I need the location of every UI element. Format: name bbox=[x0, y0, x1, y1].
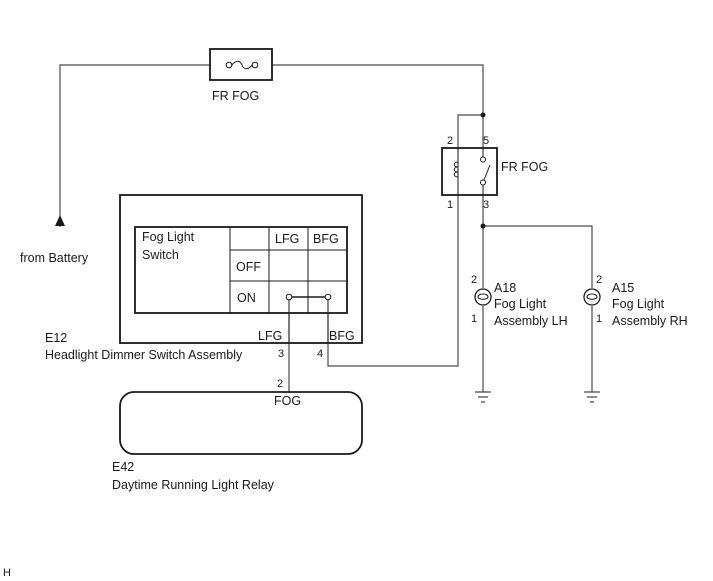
wire-fuse-to-relay bbox=[272, 64, 484, 150]
terminal-pin-4: 4 bbox=[317, 348, 323, 360]
lamp-rh-pin-1: 1 bbox=[596, 313, 602, 325]
switch-assembly-name: Headlight Dimmer Switch Assembly bbox=[45, 348, 243, 362]
corner-mark: H bbox=[3, 567, 11, 579]
switch-connection-icon bbox=[285, 293, 332, 301]
switch-assembly-box bbox=[119, 194, 363, 344]
column-header-bfg: BFG bbox=[313, 232, 339, 246]
relay-pin-2: 2 bbox=[447, 135, 453, 147]
lamp-lh-pin-1: 1 bbox=[471, 313, 477, 325]
switch-table-title-2: Switch bbox=[142, 248, 179, 262]
lamp-rh-pin-2: 2 bbox=[596, 274, 602, 286]
ground-icon bbox=[584, 391, 600, 403]
arrow-up-icon bbox=[55, 215, 65, 226]
junction-dot bbox=[480, 223, 486, 229]
drl-terminal-fog: FOG bbox=[274, 394, 301, 408]
relay-label: FR FOG bbox=[501, 160, 548, 174]
lamp-lh-name-1: Fog Light bbox=[494, 297, 547, 311]
lamp-lh-pin-2: 2 bbox=[471, 274, 477, 286]
row-label-on: ON bbox=[237, 291, 256, 305]
relay bbox=[441, 147, 498, 196]
terminal-pin-3: 3 bbox=[278, 348, 284, 360]
lamp-rh-code: A15 bbox=[612, 281, 634, 295]
switch-table-title-1: Fog Light bbox=[142, 230, 195, 244]
drl-name: Daytime Running Light Relay bbox=[112, 478, 275, 492]
coil-icon bbox=[453, 161, 459, 178]
battery-label: from Battery bbox=[20, 251, 89, 265]
switch-contact-icon bbox=[483, 164, 491, 181]
relay-pin-1: 1 bbox=[447, 199, 453, 211]
switch-table bbox=[134, 226, 348, 314]
lamp-lh-icon bbox=[474, 288, 492, 306]
fuse-icon bbox=[209, 48, 273, 81]
lamp-lh-code: A18 bbox=[494, 281, 516, 295]
terminal-bfg: BFG bbox=[329, 329, 355, 343]
fuse-label: FR FOG bbox=[212, 89, 259, 103]
lamp-rh-name-1: Fog Light bbox=[612, 297, 665, 311]
column-header-lfg: LFG bbox=[275, 232, 299, 246]
drl-pin-2: 2 bbox=[277, 378, 283, 390]
drl-relay-box bbox=[119, 391, 363, 455]
relay-pin-3: 3 bbox=[483, 199, 489, 211]
lamp-rh-name-2: Assembly RH bbox=[612, 314, 688, 328]
lamp-rh-icon bbox=[583, 288, 601, 306]
wire-coil-feed bbox=[457, 114, 483, 150]
drl-code: E42 bbox=[112, 460, 134, 474]
ground-icon bbox=[475, 391, 491, 403]
switch-assembly-code: E12 bbox=[45, 331, 67, 345]
wire-battery-to-fuse bbox=[59, 64, 210, 227]
wire-to-rh-lamp bbox=[483, 225, 593, 288]
lamp-lh-name-2: Assembly LH bbox=[494, 314, 568, 328]
row-label-off: OFF bbox=[236, 260, 261, 274]
relay-pin-5: 5 bbox=[483, 135, 489, 147]
terminal-lfg: LFG bbox=[258, 329, 282, 343]
junction-dot bbox=[480, 112, 486, 118]
